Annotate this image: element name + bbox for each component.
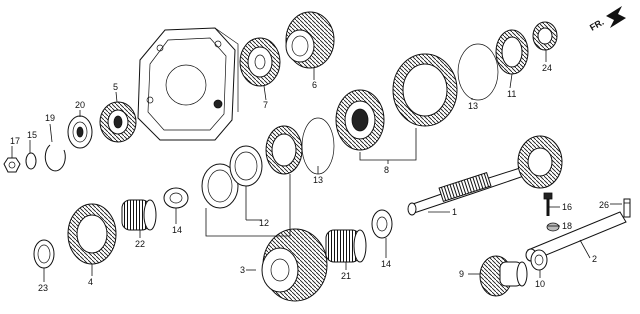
callout-17: 16: [562, 202, 572, 212]
part-25-ring: [532, 21, 558, 51]
part-5-gear: [99, 101, 137, 143]
callout-7: 7: [263, 100, 268, 110]
callout-4: 4: [88, 277, 93, 287]
transmission-housing: [137, 27, 239, 141]
part-8-synchro-hub: [335, 89, 385, 151]
part-13-snap-ring-lower: [301, 117, 335, 175]
callout-10: 10: [535, 279, 545, 289]
part-15-spacer: [371, 209, 393, 239]
part-9-idler-gear: [479, 255, 528, 297]
part-17-bolt: [543, 192, 553, 216]
part-11-synchro-ring: [495, 29, 529, 75]
part-13-snap-ring-upper: [457, 43, 499, 101]
part-20-snap-ring: [44, 144, 66, 172]
front-arrow-icon: [606, 6, 626, 28]
part-8-sleeve: [392, 53, 458, 127]
callout-13-lower: 13: [313, 175, 323, 185]
callout-8: 8: [384, 165, 389, 175]
part-26-pin: [623, 198, 631, 218]
callout-19: 18: [562, 221, 572, 231]
part-16-washer: [25, 152, 37, 170]
leader-lines: [11, 50, 622, 282]
callout-23: 22: [135, 239, 145, 249]
callout-9: 9: [459, 269, 464, 279]
part-1-mainshaft: [407, 135, 563, 216]
callout-16: 15: [27, 130, 37, 140]
callout-2: 2: [592, 254, 597, 264]
callout-25: 24: [542, 63, 552, 73]
callout-3: 3: [240, 265, 245, 275]
callout-24: 23: [38, 283, 48, 293]
callout-11: 11: [507, 89, 516, 99]
part-3-gear: [261, 228, 328, 302]
front-direction-indicator: FR.: [588, 6, 626, 33]
part-14-collar: [163, 187, 189, 209]
callout-18: 17: [10, 136, 20, 146]
callout-5: 5: [113, 82, 118, 92]
callout-1: 1: [452, 207, 457, 217]
part-18-nut: [3, 157, 21, 173]
callout-12: 12: [259, 218, 269, 228]
part-21-bearing: [67, 115, 93, 149]
part-12-synchro-set: [201, 125, 303, 209]
part-24-ring: [33, 239, 55, 269]
callout-22: 21: [341, 271, 351, 281]
part-22-needle-bearing: [325, 229, 367, 263]
callout-labels: 17 15 19 20 5 7 6 13 11 24 8 13 12 14 22…: [10, 63, 609, 293]
callout-20: 19: [45, 113, 55, 123]
callout-14: 14: [172, 225, 182, 235]
part-6-gear: [285, 11, 335, 69]
part-7-gear: [239, 37, 281, 87]
part-4-gear: [67, 203, 117, 265]
part-23-needle-bearing: [121, 199, 157, 231]
front-label: FR.: [588, 17, 606, 33]
callout-13-upper: 13: [468, 101, 478, 111]
callout-6: 6: [312, 80, 317, 90]
callout-26: 26: [599, 200, 609, 210]
part-19-washer: [546, 222, 560, 232]
part-10-washer: [530, 249, 548, 271]
callout-15: 14: [381, 259, 391, 269]
callout-21: 20: [75, 100, 85, 110]
